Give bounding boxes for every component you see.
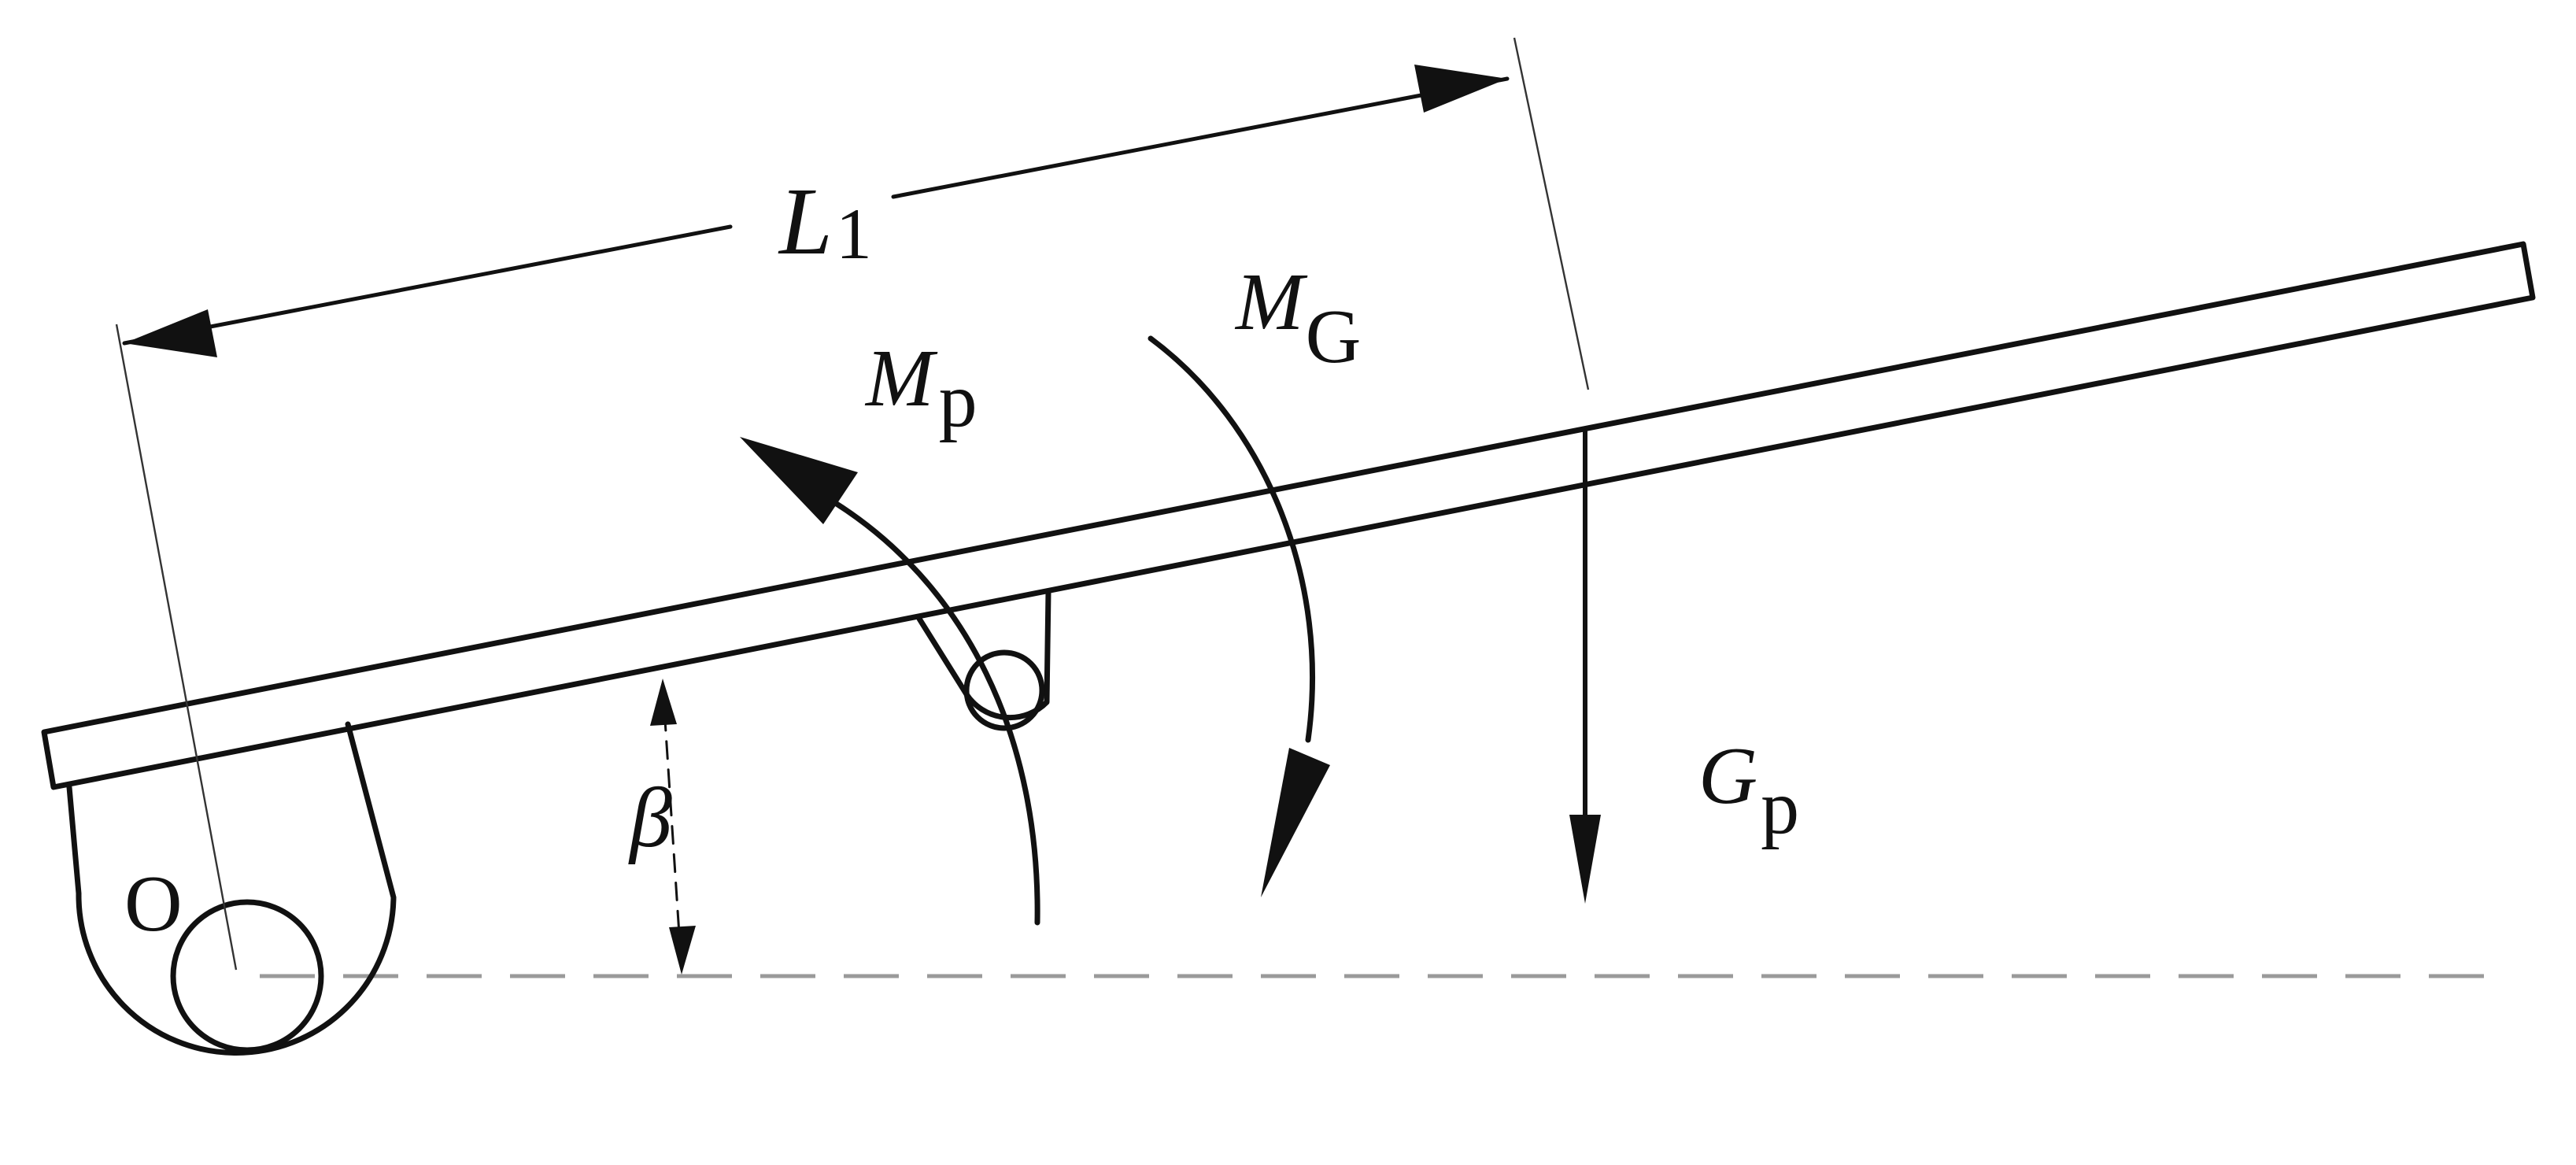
moment-mp-arc — [823, 494, 1040, 926]
beta-arrow-top — [650, 679, 677, 726]
middle-pin — [963, 649, 1045, 731]
left-pivot-lug — [66, 721, 397, 1056]
label-beta: β — [628, 771, 672, 865]
force-gp-arrowhead — [1569, 815, 1601, 904]
l1-arrow-left — [124, 309, 217, 357]
label-mg: MG — [1234, 257, 1361, 379]
l1-extension-line-right — [1513, 37, 1590, 390]
label-l1: L1 — [778, 168, 872, 275]
l1-arrow-right — [1414, 65, 1507, 113]
inclined-beam — [41, 241, 2536, 790]
label-gp: Gp — [1698, 730, 1799, 850]
beta-dimension-line — [661, 683, 683, 971]
moment-mg-arc — [1148, 335, 1315, 743]
pivot-pin-o — [170, 899, 324, 1053]
label-mp: Mp — [864, 333, 978, 443]
l1-extension-line-left — [115, 324, 238, 971]
l1-dimension-line-left — [122, 224, 733, 346]
label-pivot-o: O — [124, 860, 183, 949]
l1-dimension-line-right — [891, 76, 1510, 199]
beta-arrow-bottom — [669, 926, 696, 975]
moment-mg-arrowhead — [1261, 748, 1330, 897]
moment-mp-arrowhead — [740, 437, 858, 524]
